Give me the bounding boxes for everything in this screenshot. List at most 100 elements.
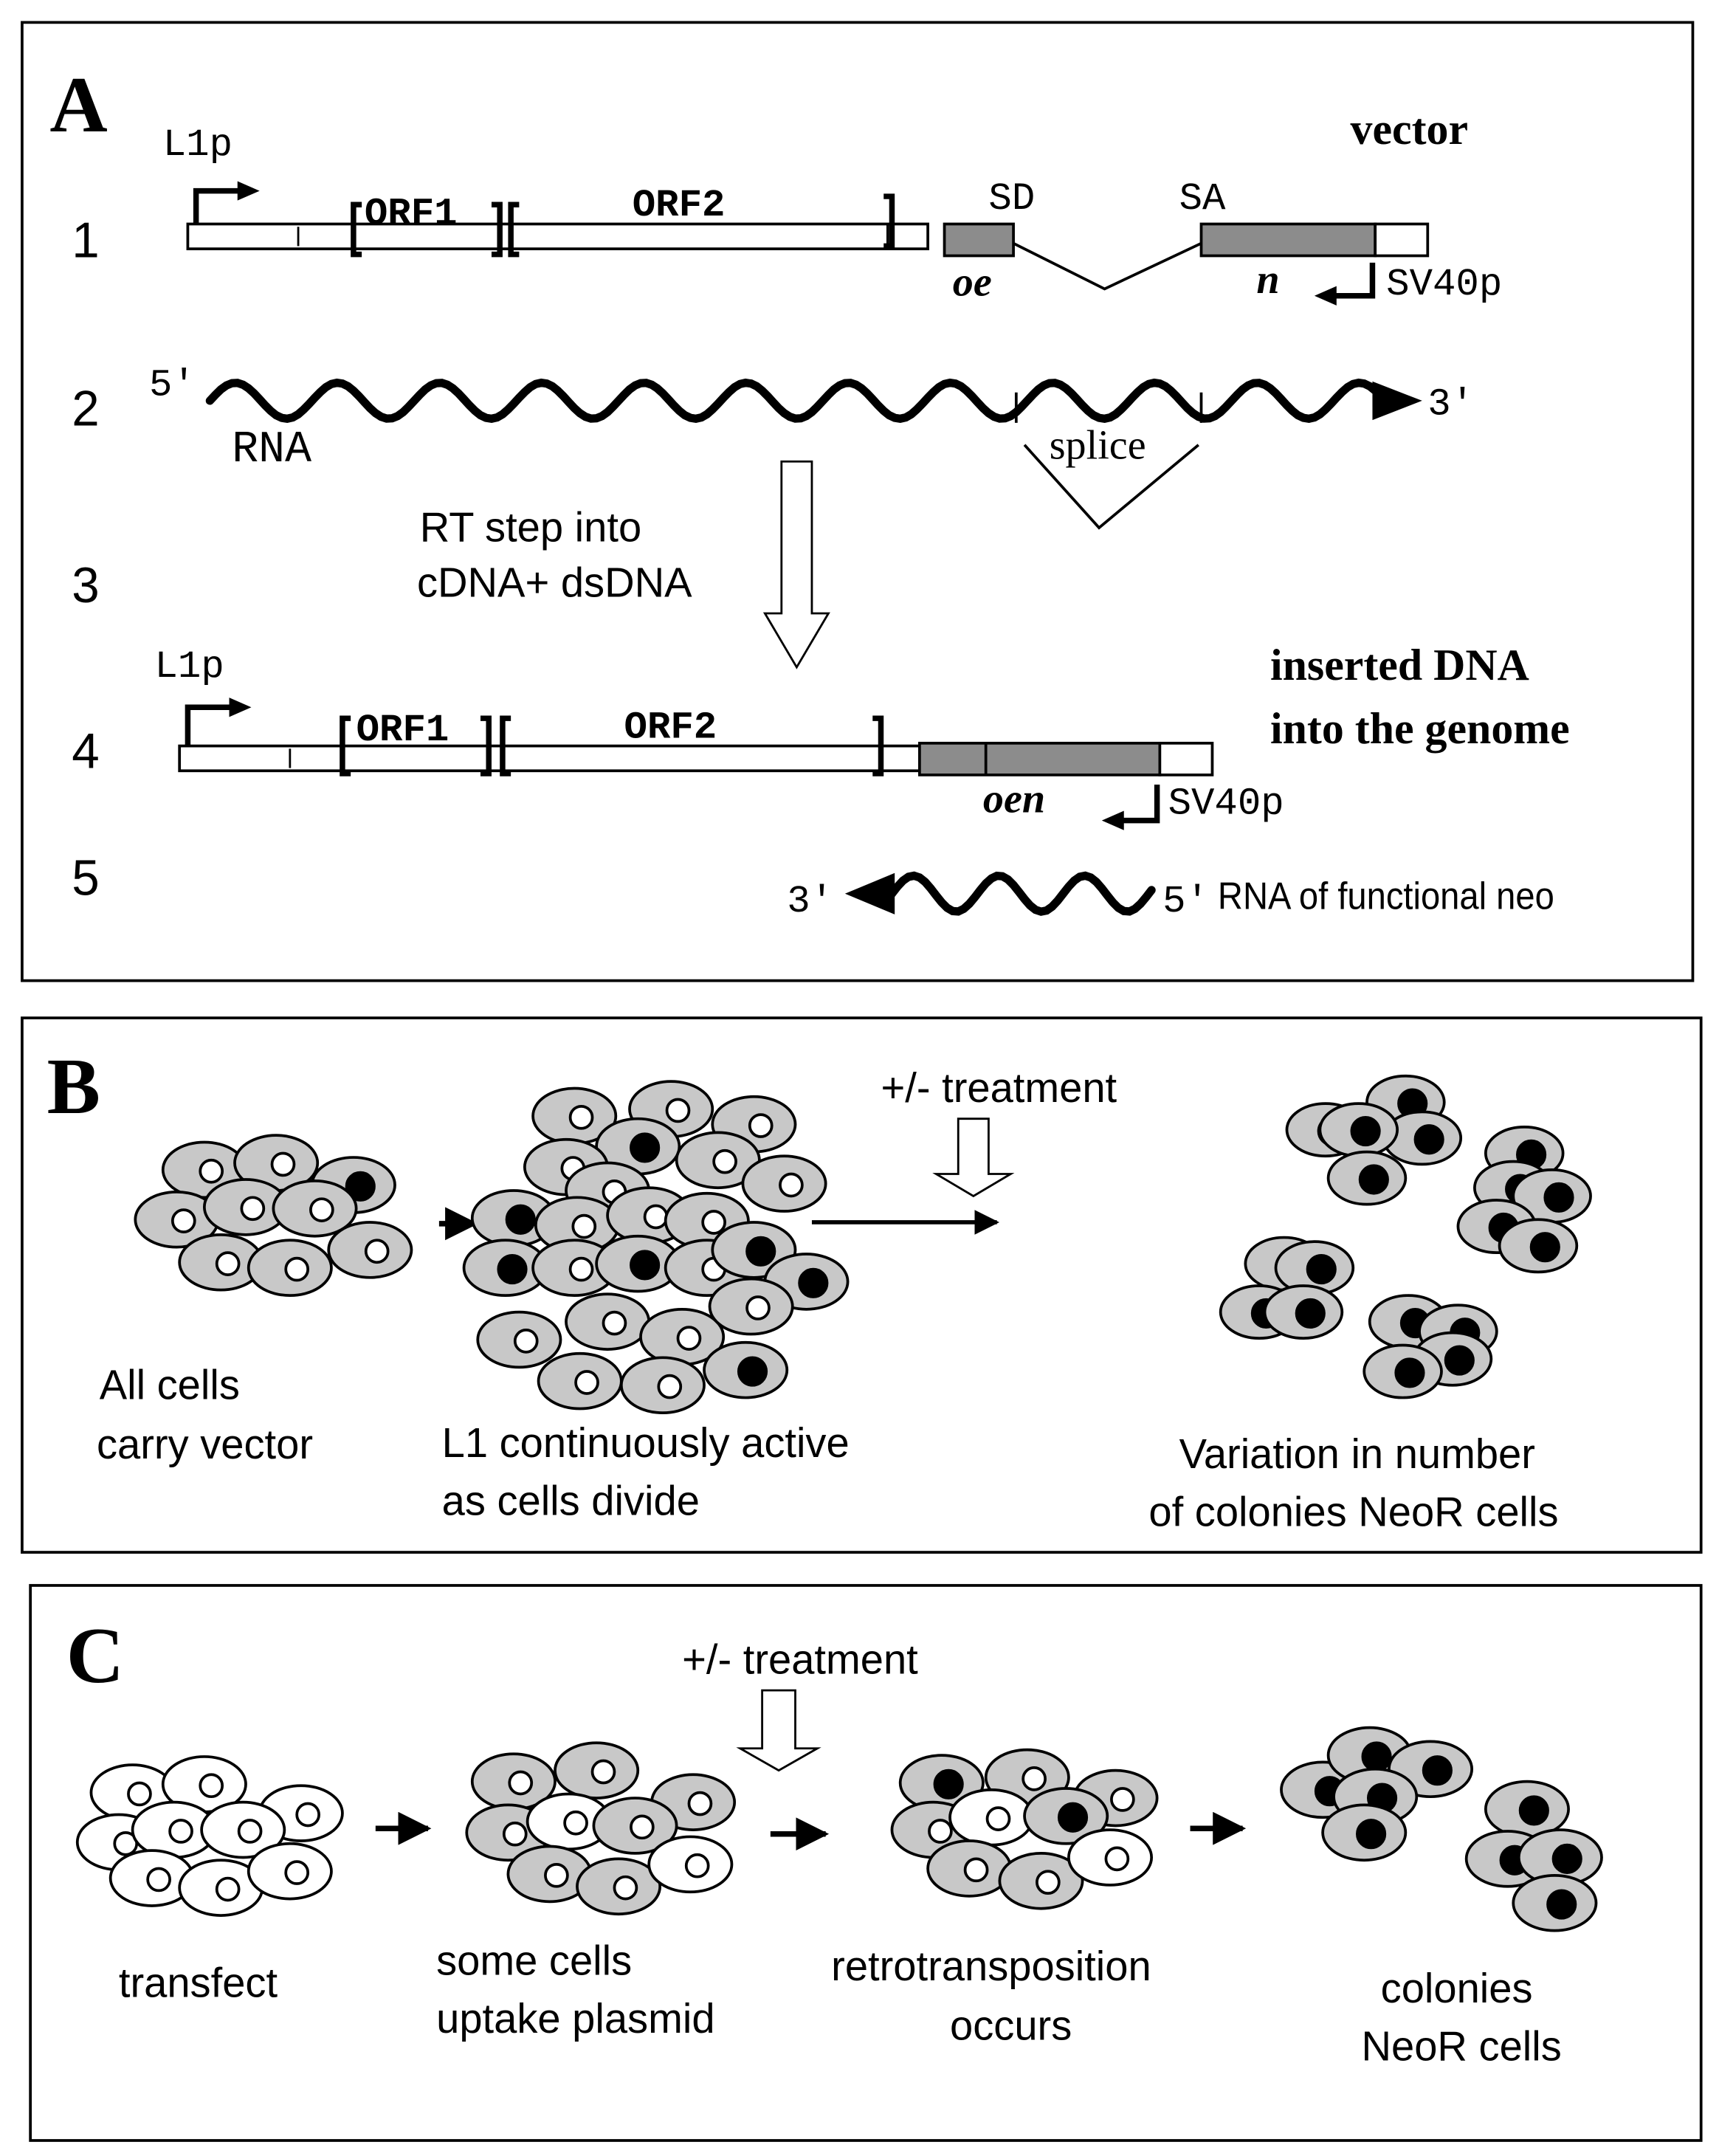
step-number-5: 5 bbox=[72, 851, 99, 906]
cell-nucleus bbox=[657, 1374, 683, 1399]
caption-b1-line2: carry vector bbox=[97, 1421, 313, 1467]
cell-nucleus bbox=[1057, 1802, 1089, 1833]
cell-nucleus bbox=[497, 1254, 528, 1285]
cell-nucleus bbox=[1358, 1164, 1389, 1195]
cell-nucleus bbox=[643, 1204, 669, 1230]
panel-c-frame bbox=[29, 1584, 1703, 2142]
cell-nucleus bbox=[544, 1862, 569, 1888]
cell-nucleus bbox=[712, 1148, 737, 1174]
cell-nucleus bbox=[1356, 1819, 1387, 1850]
cell-nucleus bbox=[963, 1857, 989, 1883]
cell-nucleus bbox=[309, 1197, 334, 1222]
cell-nucleus bbox=[798, 1267, 829, 1298]
panel-a: A vector 1 2 3 4 5 L1p ORF1 ORF2 SD SA bbox=[21, 21, 1695, 982]
inserted-title-line2: into the genome bbox=[1270, 704, 1570, 753]
inserted-backbone-bar bbox=[178, 744, 921, 773]
orf1-label-inserted: ORF1 bbox=[356, 708, 449, 752]
cell-nucleus bbox=[665, 1098, 691, 1123]
cell-nucleus bbox=[590, 1759, 616, 1785]
rna-label: RNA bbox=[232, 424, 311, 475]
neo-rna-5prime-label: 5′ bbox=[1162, 879, 1209, 923]
rna-3prime-arrowhead-icon bbox=[1372, 381, 1422, 421]
cell-nucleus bbox=[364, 1239, 390, 1264]
cell-nucleus bbox=[745, 1236, 776, 1267]
orf1-bracket-right-inserted bbox=[480, 715, 492, 776]
retrotransposition-cells bbox=[890, 1748, 1159, 1910]
neo-exon-left bbox=[943, 222, 1015, 258]
cell-nucleus bbox=[1036, 1870, 1061, 1895]
panel-b-letter: B bbox=[47, 1042, 100, 1131]
cell-nucleus bbox=[701, 1210, 726, 1235]
cell-nucleus bbox=[571, 1213, 597, 1239]
rna-wave bbox=[205, 378, 1379, 423]
cell-nucleus bbox=[1306, 1254, 1337, 1285]
caption-c3-line2: occurs bbox=[950, 2002, 1072, 2048]
rt-step: RT step into cDNA+ dsDNA bbox=[417, 460, 830, 669]
cell-nucleus bbox=[1350, 1115, 1381, 1147]
vector-construct: L1p ORF1 ORF2 SD SA oe n SV40p bbox=[163, 123, 1503, 306]
panel-b: B +/- treatment All cells carry vector L… bbox=[21, 1016, 1703, 1554]
cell-nucleus bbox=[215, 1876, 241, 1902]
cell-nucleus bbox=[1518, 1795, 1549, 1826]
sv40p-label: SV40p bbox=[1386, 262, 1502, 306]
caption-c1: transfect bbox=[119, 1959, 278, 2005]
cell-nucleus bbox=[933, 1768, 964, 1799]
inserted-dna-construct: inserted DNA into the genome L1p ORF1 OR… bbox=[155, 641, 1570, 830]
neor-colonies-c bbox=[1280, 1726, 1603, 1932]
panel-a-frame bbox=[21, 21, 1695, 982]
orf1-label: ORF1 bbox=[365, 191, 458, 235]
cell-nucleus bbox=[508, 1770, 534, 1796]
exon-oen-label: oen bbox=[983, 776, 1045, 822]
splice-label: splice bbox=[1050, 422, 1146, 468]
neo-joined-exons bbox=[918, 741, 1162, 776]
orf2-label: ORF2 bbox=[633, 183, 726, 227]
plasmid-uptake-cells bbox=[465, 1741, 737, 1916]
cell-nucleus bbox=[613, 1875, 638, 1901]
l1p-promoter-label: L1p bbox=[163, 123, 232, 167]
cell-nucleus bbox=[270, 1151, 296, 1177]
cell-nucleus bbox=[1022, 1766, 1047, 1791]
cell-nucleus bbox=[687, 1791, 713, 1816]
orf2-bracket-right-inserted bbox=[872, 715, 884, 776]
orf2-bracket-left-inserted bbox=[500, 715, 511, 776]
orf2-bracket-right bbox=[883, 193, 895, 249]
cell-nucleus bbox=[502, 1821, 528, 1847]
caption-c2-line1: some cells bbox=[436, 1938, 632, 1984]
cell-nucleus bbox=[199, 1773, 224, 1799]
cell-cluster-dividing bbox=[462, 1080, 850, 1415]
cell-nucleus bbox=[630, 1814, 655, 1840]
cell-nucleus bbox=[237, 1819, 263, 1844]
cell-nucleus bbox=[295, 1802, 320, 1828]
cell-nucleus bbox=[513, 1329, 539, 1354]
treatment-arrow-icon-c bbox=[736, 1689, 821, 1772]
sv40-promoter-arrow-icon bbox=[1334, 262, 1376, 299]
vector-title: vector bbox=[1351, 105, 1468, 154]
step-number-3: 3 bbox=[72, 558, 99, 613]
l1p-promoter-label-inserted: L1p bbox=[155, 644, 224, 689]
inserted-title-line1: inserted DNA bbox=[1270, 641, 1529, 689]
orf2-label-inserted: ORF2 bbox=[624, 705, 717, 749]
orf1-bracket-right bbox=[491, 202, 503, 258]
treatment-label-c: +/- treatment bbox=[682, 1636, 918, 1683]
cell-nucleus bbox=[684, 1853, 710, 1878]
orf2-bracket-left bbox=[508, 202, 520, 258]
cell-nucleus bbox=[563, 1810, 588, 1836]
panel-a-letter: A bbox=[49, 61, 107, 149]
caption-c3-line1: retrotransposition bbox=[831, 1943, 1151, 1989]
promoter-arrow-icon bbox=[193, 187, 244, 224]
splice-donor-label: SD bbox=[988, 176, 1035, 221]
cell-nucleus bbox=[284, 1860, 310, 1885]
neo-rna-wave bbox=[887, 871, 1156, 916]
cell-nucleus bbox=[1546, 1889, 1577, 1920]
cell-nucleus bbox=[568, 1104, 594, 1130]
cell-nucleus bbox=[1444, 1345, 1475, 1376]
step-number-4: 4 bbox=[72, 724, 99, 779]
cell-nucleus bbox=[1394, 1357, 1425, 1388]
step-number-1: 1 bbox=[72, 213, 99, 268]
neo-rna: 3′ 5′ RNA of functional neo bbox=[787, 871, 1554, 923]
cell-nucleus bbox=[985, 1806, 1011, 1831]
caption-b1-line1: All cells bbox=[100, 1361, 240, 1408]
l1-backbone-bar bbox=[186, 222, 929, 251]
cell-nucleus bbox=[928, 1819, 953, 1844]
